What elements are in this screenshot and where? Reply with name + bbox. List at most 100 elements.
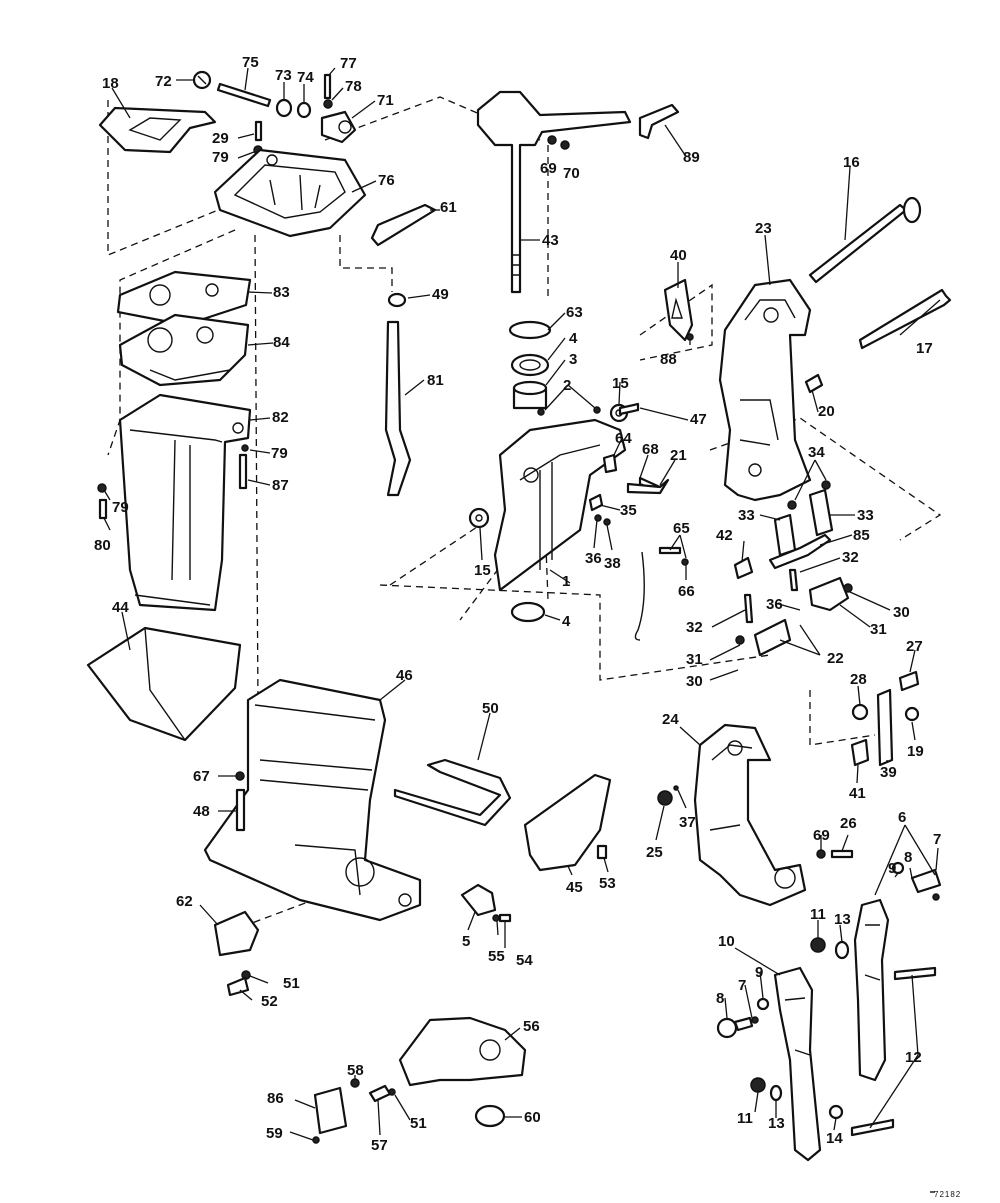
part-78-washer [323, 99, 333, 109]
callout-15-upper: 15 [612, 375, 629, 392]
part-74-washer [296, 101, 312, 119]
callout-88: 88 [660, 351, 677, 368]
part-10-clamp-bracket [773, 966, 822, 1162]
callout-67: 67 [193, 768, 210, 785]
callout-33-right: 33 [857, 507, 874, 524]
callout-15-lower: 15 [474, 562, 491, 579]
part-86-plate [313, 1086, 348, 1135]
callout-16: 16 [843, 154, 860, 171]
callout-47: 47 [690, 411, 707, 428]
callout-18: 18 [102, 75, 119, 92]
callout-81: 81 [427, 372, 444, 389]
callout-76: 76 [378, 172, 395, 189]
callout-32-left: 32 [686, 619, 703, 636]
callout-46: 46 [396, 667, 413, 684]
part-62-block [213, 910, 260, 957]
callout-66: 66 [678, 583, 695, 600]
callout-50: 50 [482, 700, 499, 717]
part-89-bracket [638, 103, 680, 140]
callout-41: 41 [849, 785, 866, 802]
callout-12: 12 [905, 1049, 922, 1066]
callout-30-right: 30 [893, 604, 910, 621]
callout-22: 22 [827, 650, 844, 667]
callout-3: 3 [569, 351, 577, 368]
callout-48: 48 [193, 803, 210, 820]
part-61-handle [370, 203, 437, 247]
callout-52: 52 [261, 993, 278, 1010]
callout-74: 74 [297, 69, 314, 86]
callout-61: 61 [440, 199, 457, 216]
callout-42: 42 [716, 527, 733, 544]
callout-31-right: 31 [870, 621, 887, 638]
callout-9-lower: 9 [755, 964, 763, 981]
callout-labels: 18 72 75 73 74 77 78 71 29 79 76 61 69 7… [94, 54, 941, 1154]
callout-72: 72 [155, 73, 172, 90]
callout-69-lower: 69 [813, 827, 830, 844]
callout-20: 20 [818, 403, 835, 420]
callout-57: 57 [371, 1137, 388, 1154]
callout-79-mid: 79 [271, 445, 288, 462]
callout-7-upper: 7 [933, 831, 941, 848]
callout-82: 82 [272, 409, 289, 426]
callout-4-upper: 4 [569, 330, 578, 347]
callout-7-lower: 7 [738, 977, 746, 994]
part-83-gasket [116, 270, 252, 327]
callout-78: 78 [345, 78, 362, 95]
part-1-swivel-bracket [493, 418, 627, 592]
callout-84: 84 [273, 334, 290, 351]
part-50-seal [393, 758, 512, 827]
callout-75: 75 [242, 54, 259, 71]
callout-71: 71 [377, 92, 394, 109]
part-18-plate [98, 106, 217, 154]
callout-45: 45 [566, 879, 583, 896]
callout-17: 17 [916, 340, 933, 357]
callout-79-left: 79 [112, 499, 129, 516]
callout-19: 19 [907, 743, 924, 760]
callout-30-left: 30 [686, 673, 703, 690]
callout-38: 38 [604, 555, 621, 572]
callout-8-upper: 8 [904, 849, 912, 866]
callout-64: 64 [615, 430, 632, 447]
part-46-driveshaft-housing [203, 678, 422, 922]
part-82-exhaust-housing [118, 393, 252, 612]
callout-31-left: 31 [686, 651, 703, 668]
callout-6: 6 [898, 809, 906, 826]
callout-39: 39 [880, 764, 897, 781]
callout-73: 73 [275, 67, 292, 84]
callout-56: 56 [523, 1018, 540, 1035]
callout-63: 63 [566, 304, 583, 321]
callout-25: 25 [646, 844, 663, 861]
callout-51-lower: 51 [410, 1115, 427, 1132]
callout-54: 54 [516, 952, 533, 969]
callout-83: 83 [273, 284, 290, 301]
callout-9-upper: 9 [888, 860, 896, 877]
part-84-plate [118, 313, 250, 387]
part-44-cover [86, 626, 242, 742]
callout-68: 68 [642, 441, 659, 458]
callout-13-upper: 13 [834, 911, 851, 928]
callout-43: 43 [542, 232, 559, 249]
part-43-steering-arm [476, 90, 632, 294]
callout-44: 44 [112, 599, 129, 616]
callout-86: 86 [267, 1090, 284, 1107]
callout-62: 62 [176, 893, 193, 910]
part-77-screw [323, 73, 332, 100]
part-40-plate [663, 278, 694, 342]
callout-10: 10 [718, 933, 735, 950]
part-17-rod [858, 288, 952, 350]
callout-58: 58 [347, 1062, 364, 1079]
callout-21: 21 [670, 447, 687, 464]
callout-14: 14 [826, 1130, 843, 1147]
part-5-bushing [460, 883, 497, 917]
callout-79: 79 [212, 149, 229, 166]
part-56-cover [398, 1016, 527, 1087]
part-6-clamp-bracket [853, 898, 890, 1082]
callout-11-upper: 11 [810, 906, 826, 923]
callout-13-lower: 13 [768, 1115, 785, 1132]
part-81-tube [384, 320, 412, 497]
part-23-stern-bracket [718, 278, 812, 502]
part-45-cover [523, 773, 612, 872]
drawing-number: 72182 [934, 1190, 961, 1199]
callout-65: 65 [673, 520, 690, 537]
callout-40: 40 [670, 247, 687, 264]
